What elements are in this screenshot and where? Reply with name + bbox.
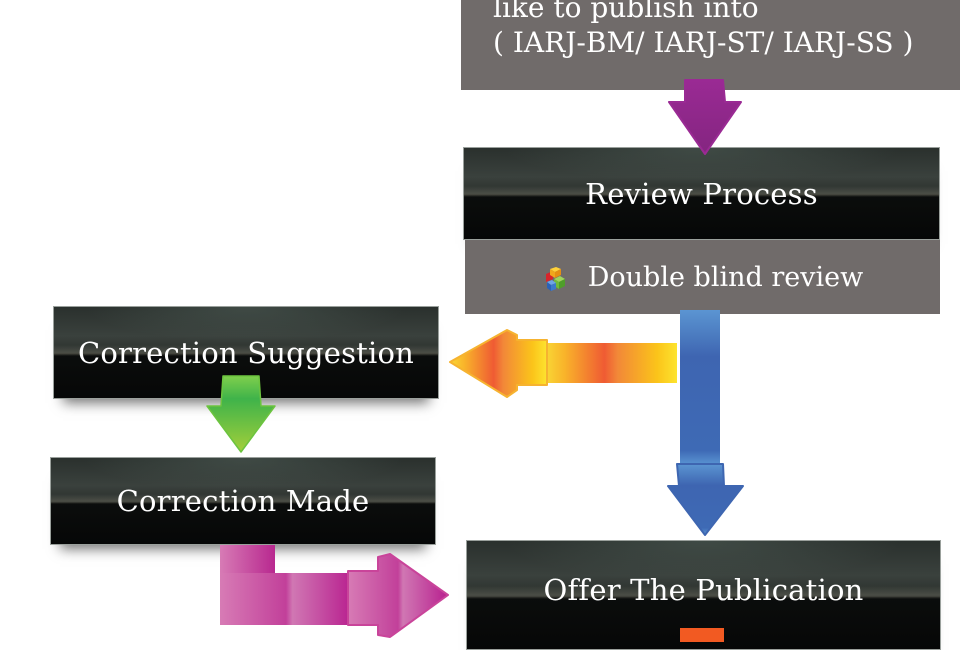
review-process-title: Review Process bbox=[585, 176, 818, 211]
journal-selection-text-line2: ( IARJ-BM/ IARJ-ST/ IARJ-SS ) bbox=[493, 26, 914, 59]
offer-publication-title: Offer The Publication bbox=[543, 573, 864, 607]
correction-made-title: Correction Made bbox=[116, 484, 370, 518]
blue-down-arrow bbox=[667, 310, 744, 536]
orange-stub-arrow bbox=[680, 628, 724, 642]
journal-selection-text-line1: like to publish into bbox=[493, 0, 759, 24]
purple-down-arrow bbox=[668, 79, 742, 155]
correction-suggestion-title: Correction Suggestion bbox=[77, 335, 415, 370]
review-method-box: Double blind review bbox=[465, 240, 940, 314]
colored-cubes-icon bbox=[545, 267, 565, 291]
review-method-label: Double blind review bbox=[587, 261, 864, 293]
pink-elbow-arrow bbox=[220, 545, 449, 638]
journal-selection-box: like to publish into ( IARJ-BM/ IARJ-ST/… bbox=[461, 0, 960, 90]
green-down-arrow bbox=[206, 375, 276, 453]
review-process-box: Review Process bbox=[463, 147, 940, 240]
orange-left-arrow bbox=[449, 329, 677, 398]
correction-made-box: Correction Made bbox=[50, 457, 436, 545]
